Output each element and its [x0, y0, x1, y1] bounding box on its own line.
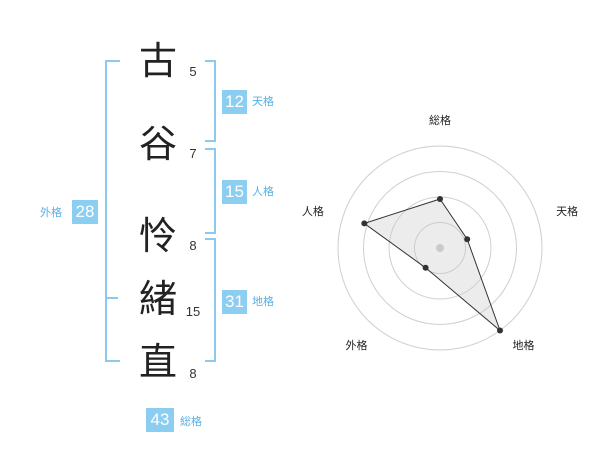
soukaku-badge: 43	[146, 408, 174, 432]
radar-ring	[337, 145, 543, 351]
tenkaku-badge: 12	[222, 90, 247, 114]
gaikaku-badge: 28	[72, 200, 98, 224]
jinkaku-badge: 15	[222, 180, 247, 204]
radar-axis-label-4: 外格	[346, 338, 368, 352]
radar-point-1	[437, 196, 443, 202]
radar-point-5	[361, 220, 368, 227]
stroke-count-1: 5	[189, 64, 197, 79]
radar-point-2	[464, 236, 471, 243]
radar-axis-label-1: 総格	[429, 113, 451, 127]
tenkaku-bracket	[205, 60, 216, 142]
tenkaku-label: 天格	[252, 95, 274, 108]
name-char-1: 古	[138, 39, 177, 83]
name-char-3: 怜	[138, 214, 177, 258]
chikaku-bracket	[205, 238, 216, 362]
name-char-5: 直	[138, 340, 177, 384]
radar-axis-label-2: 天格	[556, 204, 578, 218]
name-char-4: 緒	[138, 277, 177, 321]
stroke-count-5: 8	[189, 366, 197, 381]
gaikaku-bracket	[105, 60, 120, 362]
stroke-count-4: 15	[185, 304, 201, 319]
stroke-count-2: 7	[189, 146, 197, 161]
radar-point-3	[497, 327, 503, 334]
radar-series-polygon	[363, 198, 502, 333]
name-char-2: 谷	[138, 122, 177, 166]
radar-center	[436, 244, 444, 252]
radar-point-4	[422, 264, 429, 271]
radar-axis-label-5: 人格	[302, 204, 324, 218]
jinkaku-label: 人格	[252, 185, 274, 198]
soukaku-label: 総格	[180, 415, 202, 428]
stroke-count-3: 8	[189, 238, 197, 253]
jinkaku-bracket	[205, 148, 216, 234]
radar-ring	[414, 222, 466, 274]
radar-ring	[363, 171, 517, 325]
gaikaku-bracket-split	[105, 297, 118, 299]
chikaku-badge: 31	[222, 290, 247, 314]
chikaku-label: 地格	[252, 295, 274, 308]
gaikaku-label: 外格	[40, 206, 62, 219]
radar-axis-label-3: 地格	[513, 338, 535, 352]
